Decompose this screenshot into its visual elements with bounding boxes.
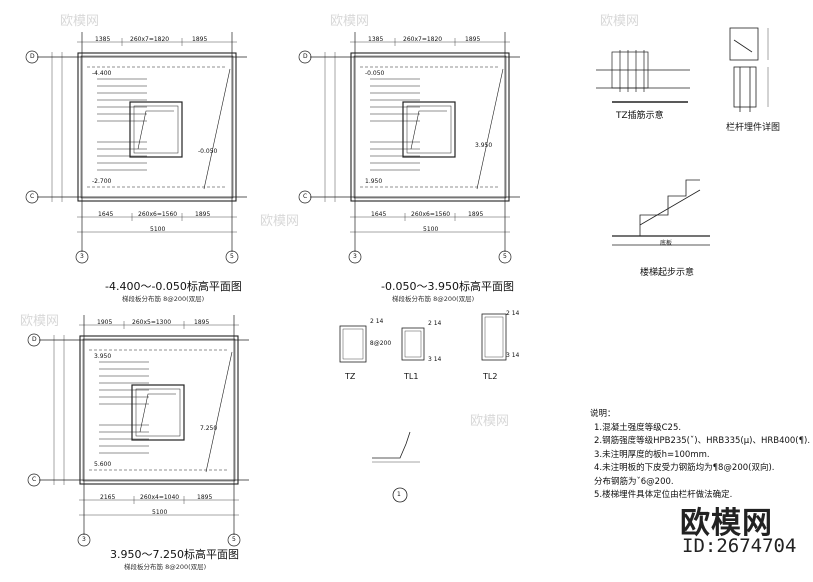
section-tl2-label: TL2 <box>483 372 498 381</box>
plan-3-title: 3.950～7.250标高平面图 <box>110 548 239 561</box>
grid-5-2: 5 <box>503 253 507 260</box>
dim-top-2b: 260x7=1820 <box>403 36 443 43</box>
dim-bot-1a: 1645 <box>98 211 114 218</box>
dim-total-3: 5100 <box>152 509 168 516</box>
rebar-bot-tl1: 3 14 <box>428 356 442 363</box>
grid-3-3: 3 <box>82 536 86 543</box>
dim-bot-3a: 2165 <box>100 494 116 501</box>
rebar-bot-tl2: 3 14 <box>506 352 520 359</box>
note-item: 5.楼梯埋件具体定位由栏杆做法确定. <box>594 490 733 500</box>
watermark: 欧模网 <box>600 14 640 29</box>
dim-top-3c: 1895 <box>194 319 210 326</box>
watermark: 欧模网 <box>330 14 370 29</box>
tz-detail-title: TZ插筋示意 <box>616 111 664 121</box>
grid-d-2: D <box>303 53 308 60</box>
dim-bot-3b: 260x4=1040 <box>140 494 180 501</box>
plan-1-subtitle: 梯段板分布筋 8@200(双层) <box>122 295 205 303</box>
watermark: 欧模网 <box>20 314 60 329</box>
section-marker: 1 <box>397 491 401 498</box>
section-tz-label: TZ <box>345 372 356 381</box>
tz-detail <box>596 50 690 103</box>
notes-block: 说明： 1.混凝土强度等级C25. 2.钢筋强度等级HPB235(ˇ)、HRB3… <box>590 408 811 503</box>
grid-c-3: C <box>32 476 37 483</box>
level-2a: -0.050 <box>365 70 385 77</box>
dim-top-3a: 1905 <box>97 319 113 326</box>
dim-bot-3c: 1895 <box>197 494 213 501</box>
grid-3-1: 3 <box>80 253 84 260</box>
grid-c-1: C <box>30 193 35 200</box>
dim-top-1b: 260x7=1820 <box>130 36 170 43</box>
dim-total-2: 5100 <box>423 226 439 233</box>
grid-3-2: 3 <box>353 253 357 260</box>
dim-bot-1b: 260x6=1560 <box>138 211 178 218</box>
stair-start-title: 楼梯起步示意 <box>640 268 695 278</box>
level-3b: 7.250 <box>200 425 218 432</box>
dim-top-1c: 1895 <box>192 36 208 43</box>
grid-c-2: C <box>303 193 308 200</box>
note-item: 2.钢筋强度等级HPB235(ˇ)、HRB335(μ)、HRB400(¶). <box>594 436 811 446</box>
note-item: 1.混凝土强度等级C25. <box>594 422 682 433</box>
level-2b: 3.950 <box>475 142 493 149</box>
note-item: 4.未注明板的下皮受力钢筋均为¶8@200(双向). <box>594 463 775 473</box>
plan-1-title: -4.400～-0.050标高平面图 <box>105 280 242 293</box>
plan-2-title: -0.050～3.950标高平面图 <box>381 280 514 293</box>
dim-top-2a: 1385 <box>368 36 384 43</box>
watermark: 欧模网 <box>260 214 300 229</box>
brand-id: ID:2674704 <box>682 535 797 557</box>
level-1c: -2.700 <box>92 178 112 185</box>
note-item: 分布钢筋为ˇ6@200. <box>594 476 674 487</box>
dim-top-3b: 260x5=1300 <box>132 319 172 326</box>
base-plate-label: 底板 <box>660 240 673 247</box>
stirrup-tz: 8@200 <box>368 340 392 347</box>
rail-detail-title: 栏杆埋件详图 <box>726 123 781 133</box>
stair-start-detail <box>612 179 710 246</box>
notes-heading: 说明： <box>590 409 616 419</box>
plan-2-subtitle: 梯段板分布筋 8@200(双层) <box>392 295 475 303</box>
dim-bot-2b: 260x6=1560 <box>411 211 451 218</box>
plan-3-subtitle: 梯段板分布筋 8@200(双层) <box>124 563 207 571</box>
dim-bot-1c: 1895 <box>195 211 211 218</box>
sections <box>339 313 507 503</box>
grid-5-3: 5 <box>232 536 236 543</box>
section-tl1-label: TL1 <box>404 372 419 381</box>
dim-total-1: 5100 <box>150 226 166 233</box>
rebar-top-tz: 2 14 <box>370 318 384 325</box>
note-item: 3.未注明厚度的板h=100mm. <box>594 449 710 460</box>
grid-5-1: 5 <box>230 253 234 260</box>
level-3c: 5.600 <box>94 461 112 468</box>
level-1b: -0.050 <box>198 148 218 155</box>
level-1a: -4.400 <box>92 70 112 77</box>
rail-detail <box>729 27 769 112</box>
level-3a: 3.950 <box>94 353 112 360</box>
grid-d-1: D <box>30 53 35 60</box>
dim-top-1a: 1385 <box>95 36 111 43</box>
dim-bot-2a: 1645 <box>371 211 387 218</box>
watermark: 欧模网 <box>60 14 100 29</box>
dim-bot-2c: 1895 <box>468 211 484 218</box>
watermark: 欧模网 <box>470 414 510 429</box>
brand-name: 欧模网 <box>680 506 773 541</box>
dim-top-2c: 1895 <box>465 36 481 43</box>
level-2c: 1.950 <box>365 178 383 185</box>
rebar-top-tl2: 2 14 <box>506 310 520 317</box>
rebar-top-tl1: 2 14 <box>428 320 442 327</box>
grid-d-3: D <box>32 336 37 343</box>
